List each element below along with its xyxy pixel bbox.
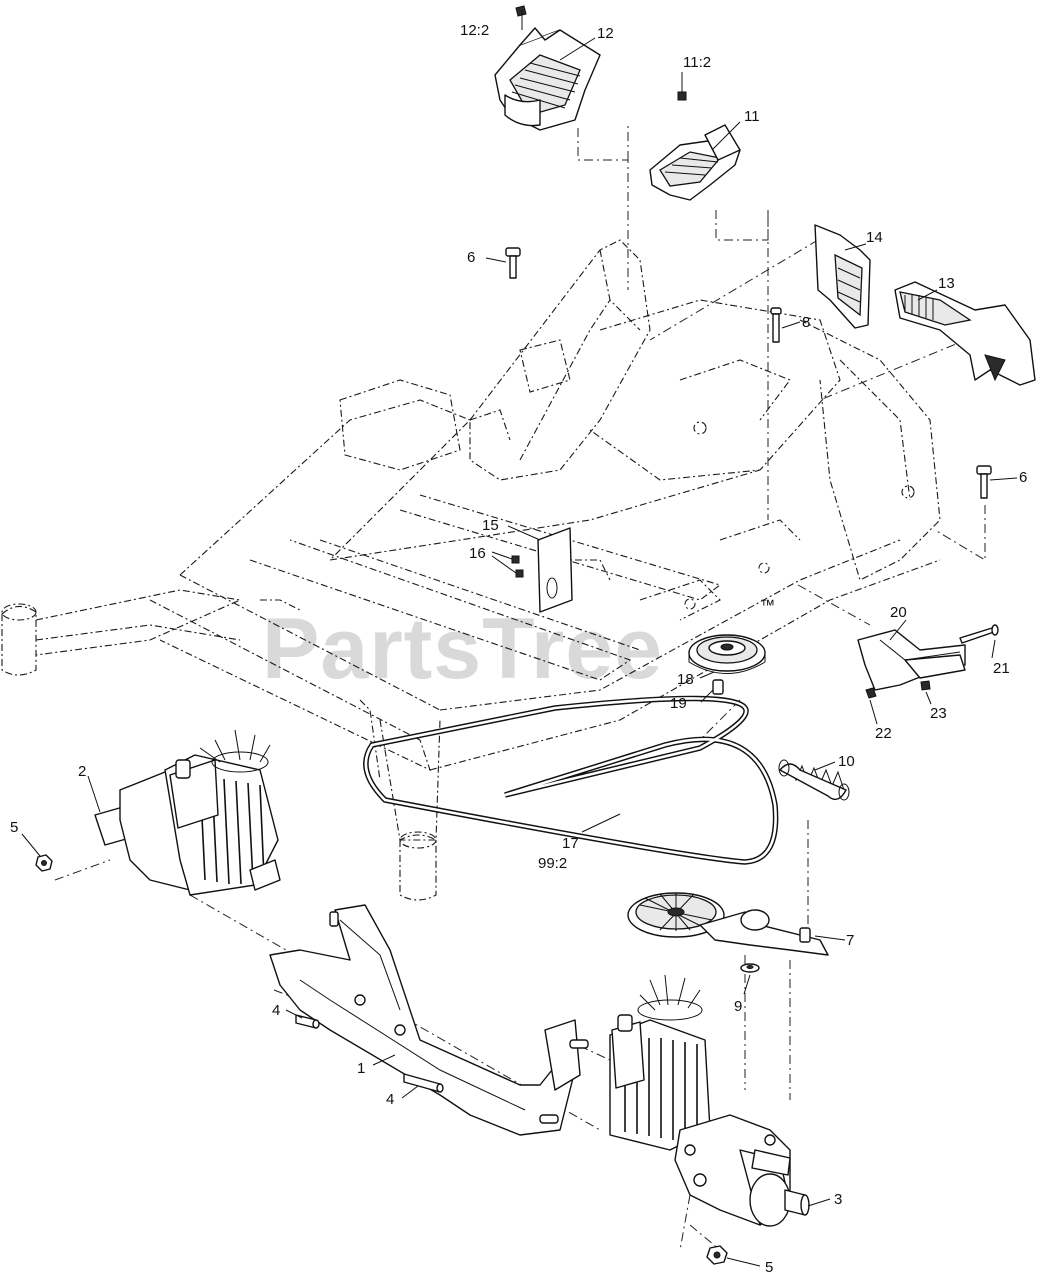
label-5-left: 5 <box>10 819 18 836</box>
label-14: 14 <box>866 229 883 246</box>
label-16: 16 <box>469 545 486 562</box>
label-11: 11 <box>744 108 760 125</box>
label-21: 21 <box>993 660 1010 677</box>
part-6-bolt-upper[interactable] <box>505 247 521 279</box>
label-9: 9 <box>734 998 742 1015</box>
part-11-2-clip[interactable] <box>677 91 687 101</box>
part-15-plate[interactable] <box>537 527 573 613</box>
label-7: 7 <box>846 932 854 949</box>
part-17-belt[interactable] <box>363 695 779 865</box>
label-22: 22 <box>875 725 892 742</box>
part-3-transaxle-right[interactable] <box>609 974 810 1227</box>
label-18: 18 <box>677 671 694 688</box>
part-1-frame-bracket[interactable] <box>269 904 589 1136</box>
label-23: 23 <box>930 705 947 722</box>
leader-lines <box>21 10 1018 1267</box>
part-18-pulley[interactable] <box>688 634 766 674</box>
part-5-nut-left[interactable] <box>35 854 53 872</box>
part-12-shield[interactable] <box>494 27 601 131</box>
part-2-transaxle-left[interactable] <box>94 729 281 896</box>
label-12: 12 <box>597 25 614 42</box>
label-20: 20 <box>890 604 907 621</box>
watermark-trademark: ™ <box>760 597 775 614</box>
callout-labels: 12:2 12 11:2 11 14 13 6 8 6 15 16 18 19 … <box>10 22 1027 1276</box>
part-14-guard[interactable] <box>814 224 871 329</box>
label-6-upper: 6 <box>467 249 475 266</box>
part-16-screws[interactable] <box>511 555 524 578</box>
label-3: 3 <box>834 1191 842 1208</box>
label-2: 2 <box>78 763 86 780</box>
label-12-2: 12:2 <box>460 22 489 39</box>
label-5-right: 5 <box>765 1259 773 1276</box>
label-10: 10 <box>838 753 855 770</box>
label-4-right: 4 <box>386 1091 394 1108</box>
label-19: 19 <box>670 695 687 712</box>
label-13: 13 <box>938 275 955 292</box>
part-6-bolt-right[interactable] <box>976 465 992 499</box>
label-99-2: 99:2 <box>538 855 567 872</box>
part-4-pin-right[interactable] <box>403 1073 444 1093</box>
label-1: 1 <box>357 1060 365 1077</box>
part-12-2-clip[interactable] <box>515 5 527 17</box>
label-8: 8 <box>802 314 810 331</box>
part-13-guard[interactable] <box>894 281 1036 386</box>
label-11-2: 11:2 <box>683 54 711 71</box>
label-17: 17 <box>562 835 579 852</box>
part-9-washer[interactable] <box>740 963 760 973</box>
watermark: PartsTree <box>262 601 663 697</box>
part-23-nut[interactable] <box>920 680 931 691</box>
part-22-nut[interactable] <box>865 687 877 699</box>
part-4-pin-left[interactable] <box>295 1014 320 1029</box>
part-7-idler-arm[interactable] <box>627 892 829 956</box>
part-8-bolt[interactable] <box>770 307 782 343</box>
label-15: 15 <box>482 517 499 534</box>
label-6-right: 6 <box>1019 469 1027 486</box>
label-4-left: 4 <box>272 1002 280 1019</box>
part-5-nut-right[interactable] <box>706 1245 728 1265</box>
part-11-shield[interactable] <box>649 124 741 201</box>
part-10-spring[interactable] <box>778 759 850 801</box>
part-21-bolt[interactable] <box>959 624 999 644</box>
part-20-bracket[interactable] <box>857 629 966 691</box>
part-19-spacer[interactable] <box>712 679 724 695</box>
